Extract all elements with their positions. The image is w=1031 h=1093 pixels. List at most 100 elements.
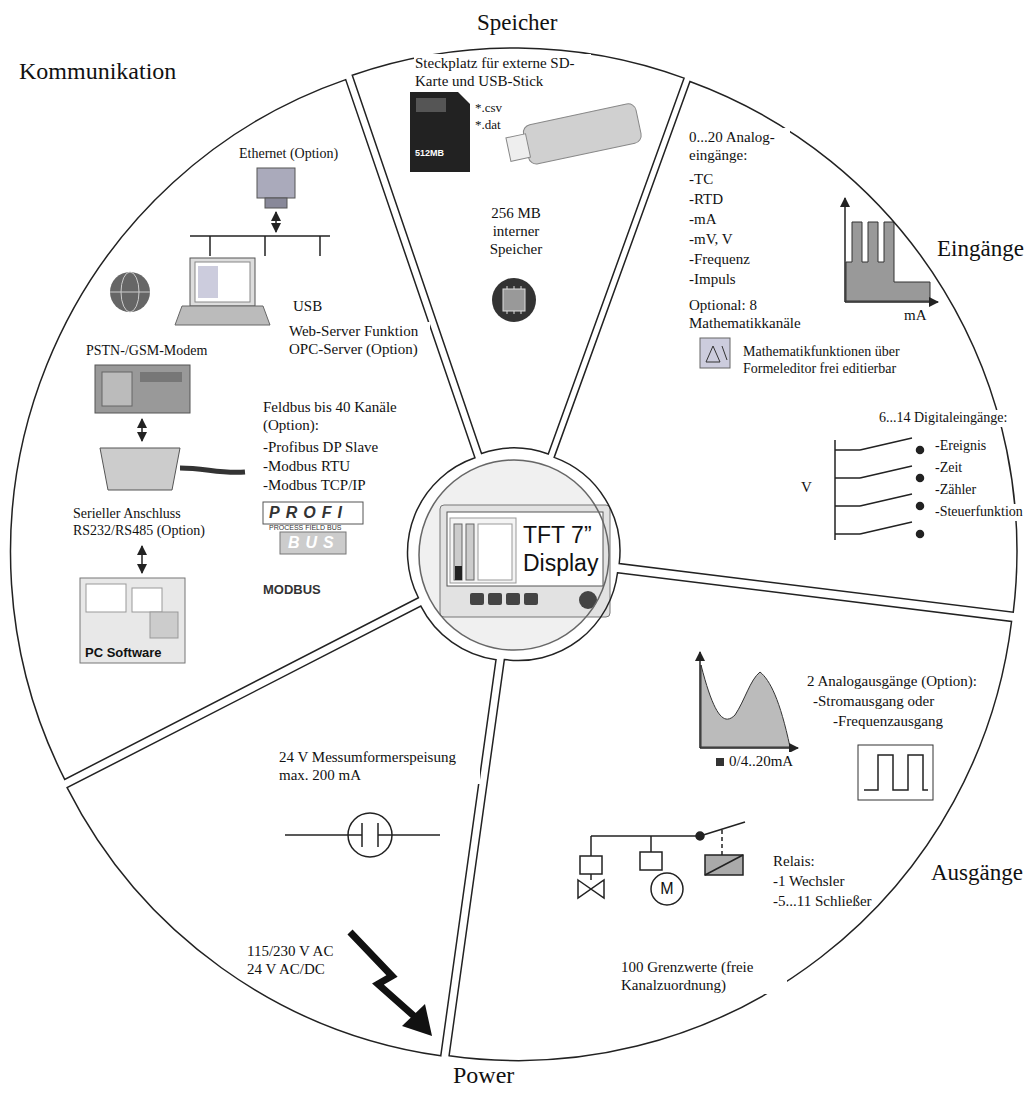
pulse-graph [845, 301, 938, 303]
feature-text: *.csv [474, 100, 503, 116]
serial-connector [100, 448, 180, 490]
relay-diagram [640, 852, 662, 870]
digital-input-switches [834, 440, 836, 540]
analog-output-graph [700, 652, 798, 766]
pulse-graph [846, 222, 930, 301]
relay-diagram [705, 855, 743, 875]
profibus-logo [280, 532, 346, 554]
serial-connector [100, 448, 245, 490]
feature-text: Relais: [772, 852, 816, 870]
feature-text: *.dat [474, 117, 502, 133]
sd-card [416, 98, 446, 112]
serial-connector [180, 468, 245, 472]
modem-arrow [141, 419, 143, 441]
feature-text: Optional: 8 Mathematikkanäle [688, 296, 840, 332]
relay-diagram [590, 836, 592, 856]
modem [140, 372, 182, 382]
modem [102, 372, 132, 406]
digital-input-switches [860, 438, 912, 450]
digital-input-switches [917, 447, 924, 454]
digital-input-switches [917, 503, 924, 510]
feature-text: -Stromausgang oder [812, 692, 935, 710]
network-bus [319, 236, 321, 256]
pulse-graph [844, 198, 846, 302]
motor-symbol: M [650, 872, 684, 906]
display-device [450, 518, 516, 583]
sector-outline [554, 81, 1017, 612]
feature-text: PSTN-/GSM-Modem [85, 343, 208, 360]
digital-input-switches [917, 475, 924, 482]
relay-diagram [580, 856, 602, 874]
feature-text: Serieller Anschluss RS232/RS485 (Option) [72, 506, 224, 540]
display-device [524, 593, 538, 605]
laptop [175, 306, 270, 325]
feature-text: Mathematikfunktionen über Formeleditor f… [742, 344, 959, 378]
feature-text: -RTD [688, 190, 724, 208]
modem [95, 365, 190, 413]
square-wave [858, 745, 933, 800]
relay-diagram [721, 830, 723, 855]
usb-stick [506, 134, 531, 162]
display-device [506, 593, 520, 605]
software-arrow [141, 546, 143, 573]
relay-diagram [591, 835, 700, 837]
network-bus [264, 236, 266, 256]
profibus-logo [263, 502, 363, 554]
feature-text: -5...11 Schließer [772, 892, 873, 910]
memory-chip [507, 286, 521, 314]
feature-text: Ethernet (Option) [238, 146, 339, 163]
sector-heading: Speicher [476, 10, 558, 36]
lightning-arrow [350, 932, 414, 1016]
globe [110, 272, 150, 312]
pc-software-image [132, 588, 162, 612]
feature-text: -Frequenzausgang [832, 712, 944, 730]
network-bus [209, 236, 211, 256]
laptop [195, 262, 250, 302]
pc-software-image [86, 584, 126, 612]
feature-text: 2 Analogausgänge (Option): [806, 672, 978, 690]
capacitor-symbol [378, 834, 440, 836]
analog-output-graph [699, 652, 701, 748]
relay-diagram [578, 880, 604, 898]
memory-chip [492, 278, 536, 322]
ethernet-plug [257, 168, 295, 198]
digital-input-switches [835, 533, 860, 535]
feature-text: 0...20 Analog- eingänge: [688, 128, 790, 164]
math-icon [700, 338, 730, 368]
network-bus [190, 236, 330, 256]
analog-output-graph [716, 758, 724, 766]
digital-input-switches [835, 505, 860, 507]
lightning-arrow [402, 1004, 432, 1036]
digital-input-switches [917, 531, 924, 538]
feature-text: -Impuls [688, 270, 737, 288]
feature-text: 6...14 Digitaleingänge: [878, 410, 1008, 427]
pc-software-image [80, 578, 185, 663]
feature-text: mA [903, 306, 928, 324]
feature-text: -Steuerfunktion [934, 504, 1024, 521]
digital-input-switches [860, 466, 912, 478]
digital-input-switches [835, 449, 860, 451]
feature-text: V [800, 478, 813, 496]
ethernet-plug [265, 198, 287, 208]
logo-text: PROFI [268, 503, 349, 522]
sector-outline [352, 48, 684, 454]
digital-input-switches [860, 522, 912, 534]
relay-diagram [650, 836, 652, 852]
square-wave [858, 745, 933, 800]
usb-stick [504, 102, 642, 169]
feature-text: 24 V Messumformerspeisung max. 200 mA [278, 748, 480, 784]
sector-heading: Power [452, 1062, 515, 1090]
modem [95, 365, 190, 413]
sector-outline [449, 573, 1011, 1061]
feature-text: 256 MB interner Speicher [467, 204, 565, 258]
sector-heading: Kommunikation [18, 58, 177, 86]
lightning-arrow [350, 932, 432, 1036]
